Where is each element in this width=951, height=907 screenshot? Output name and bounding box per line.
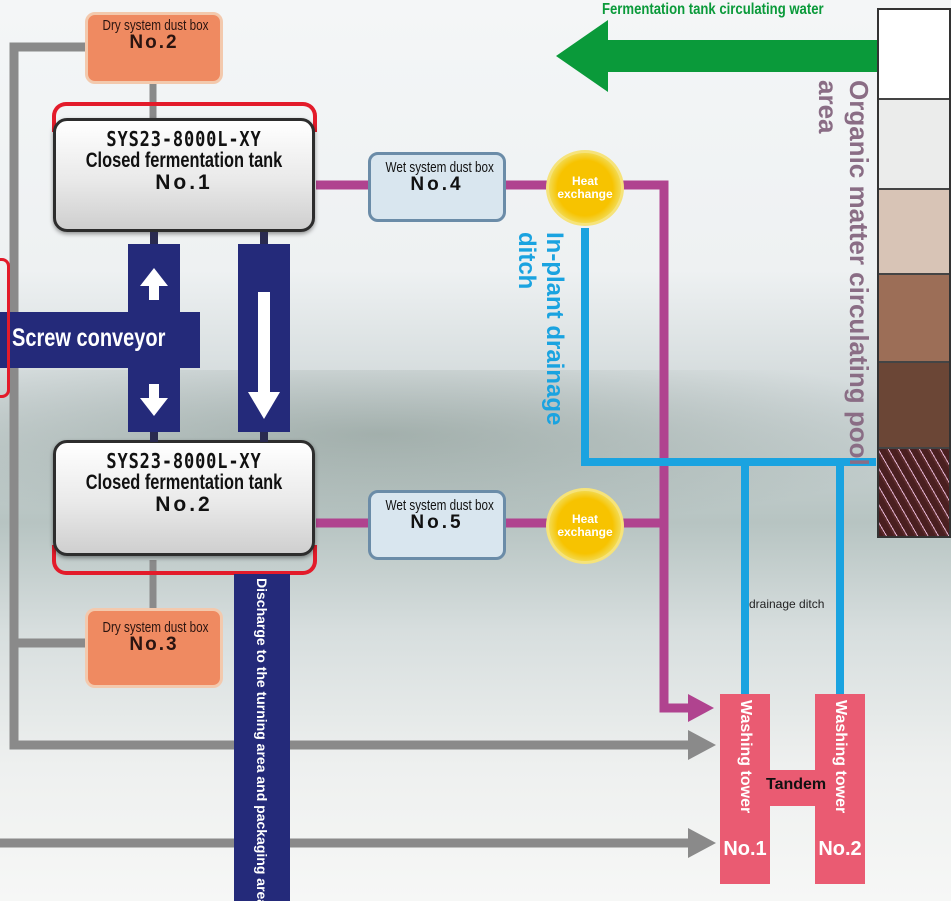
discharge-bar: Discharge to the turning area and packag… <box>234 574 290 907</box>
tank-2-frame <box>52 545 317 575</box>
washing-tower-label: Washing tower <box>737 700 754 814</box>
gray-exhaust-pipes <box>0 42 700 848</box>
tank-model: SYS23-8000L-XY <box>106 127 262 151</box>
washing-tower-1: Washing tower <box>720 694 770 884</box>
tank-name: Closed fermentation tank <box>85 149 283 172</box>
fermentation-tank-1: SYS23-8000L-XY Closed fermentation tank … <box>53 118 315 232</box>
organic-pool <box>877 8 951 538</box>
arrow-up-icon <box>140 268 168 300</box>
heat-line2: exchange <box>557 187 613 201</box>
heat-line2: exchange <box>557 525 613 539</box>
conveyor-pin <box>150 432 158 442</box>
conveyor-red-outline <box>0 258 10 398</box>
tank-number: No.2 <box>155 493 213 516</box>
circulating-water-label: Fermentation tank circulating water <box>602 1 824 18</box>
wet-box-number: No.5 <box>410 512 464 533</box>
arrow-shaft-icon <box>258 292 270 392</box>
pool-layer <box>879 10 949 100</box>
cyan-drainage-pipes <box>581 228 876 700</box>
wet-box-label: Wet system dust box <box>385 497 494 514</box>
heat-exchanger-1: Heat exchange <box>546 150 624 226</box>
fermentation-tank-2: SYS23-8000L-XY Closed fermentation tank … <box>53 440 315 556</box>
dry-box-label: Dry system dust box <box>102 619 209 636</box>
dry-box-number: No.3 <box>129 634 179 655</box>
dry-box-label: Dry system dust box <box>102 17 209 34</box>
pool-label: Organic matter circulating pool area <box>813 80 874 466</box>
green-arrow-icon <box>556 20 881 92</box>
heat-exchanger-2: Heat exchange <box>546 488 624 564</box>
washing-tower-1-number: No.1 <box>723 838 767 860</box>
tandem-label: Tandem <box>766 776 827 793</box>
tank-number: No.1 <box>155 171 213 194</box>
tank-name: Closed fermentation tank <box>85 471 283 494</box>
drainage-main-label: In-plant drainage ditch <box>513 232 568 426</box>
purple-gas-pipes <box>316 180 690 713</box>
wet-box-label: Wet system dust box <box>385 159 494 176</box>
purple-arrowhead <box>688 694 714 722</box>
pool-layer <box>879 100 949 190</box>
heat-line1: Heat <box>571 512 598 526</box>
pool-layer <box>879 449 949 536</box>
drainage-small-label: drainage ditch <box>749 597 825 611</box>
wet-dust-box-4: Wet system dust box No.4 <box>368 152 506 222</box>
screw-conveyor-bar: Screw conveyor <box>0 312 200 368</box>
wet-dust-box-5: Wet system dust box No.5 <box>368 490 506 560</box>
washing-tower-2-number: No.2 <box>818 838 862 860</box>
arrow-down-icon <box>140 384 168 416</box>
gray-arrowhead <box>688 730 716 760</box>
dry-dust-box-2: Dry system dust box No.2 <box>85 12 223 84</box>
tank-model: SYS23-8000L-XY <box>106 449 262 473</box>
dry-dust-box-3: Dry system dust box No.3 <box>85 608 223 688</box>
washing-tower-label: Washing tower <box>832 700 849 814</box>
pool-layer <box>879 190 949 275</box>
wet-box-number: No.4 <box>410 174 464 195</box>
tandem-connector <box>768 770 817 806</box>
circulating-water-arrow <box>556 20 881 92</box>
conveyor-long-arrow <box>248 292 280 419</box>
washing-tower-2: Washing tower <box>815 694 865 884</box>
screw-conveyor-label: Screw conveyor <box>12 324 166 352</box>
pool-layer <box>879 363 949 449</box>
gray-arrowhead <box>688 828 716 858</box>
conveyor-right-column <box>238 244 290 432</box>
conveyor-pin <box>260 232 268 244</box>
arrow-down-icon <box>248 392 280 419</box>
heat-line1: Heat <box>571 174 598 188</box>
tank-1-frame <box>52 102 317 132</box>
discharge-label: Discharge to the turning area and packag… <box>254 578 270 907</box>
pool-layer <box>879 275 949 363</box>
conveyor-pin <box>150 232 158 244</box>
conveyor-arrows <box>140 268 168 416</box>
conveyor-pin <box>260 432 268 442</box>
dry-box-number: No.2 <box>129 32 179 53</box>
